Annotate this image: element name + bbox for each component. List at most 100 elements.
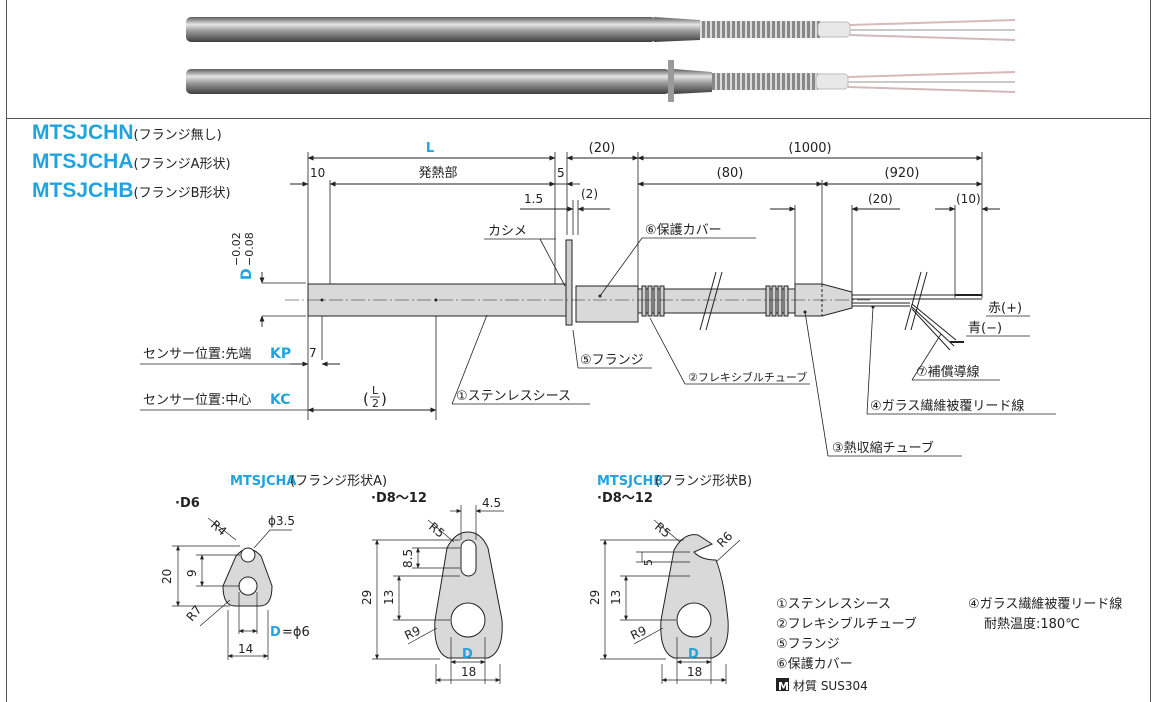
legend-material: 材質 SUS304 (793, 678, 868, 693)
dim-10: 10 (310, 166, 325, 180)
flange-b-shape (660, 534, 729, 659)
kc-text: センサー位置:中心 (143, 393, 251, 408)
kp-label: センサー位置:先端 KP (140, 346, 291, 365)
flange-a-13: 13 (382, 590, 396, 605)
label-blue: 青(−) (968, 321, 1002, 336)
flange (565, 239, 573, 326)
dim-7: 7 (309, 346, 317, 360)
flange-a-code: MTSJCHA (230, 474, 297, 489)
flange-a-phi35: ϕ3.5 (268, 514, 295, 528)
dim-20: (20) (589, 141, 616, 156)
flange-a-18: 18 (461, 665, 476, 679)
model-item: MTSJCHN(フランジ無し) (32, 120, 231, 149)
flange-b-r5: R5 (652, 520, 673, 541)
label-kashime: カシメ (488, 224, 527, 239)
flange-b-D: D (688, 647, 699, 662)
flange-b-d8: ·D8〜12 (597, 491, 653, 506)
model-item: MTSJCHB(フランジB形状) (32, 178, 231, 207)
model-note: (フランジB形状) (133, 186, 231, 201)
model-code: MTSJCHN (32, 121, 134, 144)
break-marks (699, 271, 928, 331)
kp-code: KP (270, 346, 291, 362)
dim-1.5: 1.5 (524, 192, 543, 206)
legend-item: ⑥保護カバー (776, 656, 853, 672)
paren-close: ) (381, 390, 387, 408)
label-protective-cover: ⑥保護カバー (645, 222, 722, 238)
heater-photo-1 (186, 17, 1016, 42)
model-code: MTSJCHA (32, 150, 134, 173)
flange-a-D-phi: D (270, 625, 281, 640)
flange-b-dims (600, 519, 741, 684)
tol-upper: −0.02 (230, 232, 243, 266)
flange-a-d8-dims (372, 505, 504, 684)
section-divider (6, 118, 1151, 119)
kp-text: センサー位置:先端 (143, 347, 251, 362)
flange-a-D: D (462, 647, 473, 662)
flange-b-18: 18 (687, 665, 702, 679)
l-half-den: 2 (372, 397, 379, 410)
extension-lines (262, 152, 983, 420)
flange-b-13: 13 (609, 590, 623, 605)
flange-b-code: MTSJCHB (597, 474, 663, 489)
paren-open: ( (363, 390, 369, 408)
label-red: 赤(+) (988, 301, 1022, 316)
sheet-frame (6, 0, 1151, 702)
flange-a-d6-shape (222, 547, 273, 607)
heater-photo-2 (186, 60, 1016, 102)
kc-code: KC (270, 392, 291, 408)
model-note: (フランジA形状) (133, 157, 231, 172)
flange-a-d6-dims (172, 517, 292, 660)
label-heat-shrink: ③熱収縮チューブ (832, 440, 934, 456)
flange-b-r9: R9 (628, 623, 648, 642)
kc-label: センサー位置:中心 KC (140, 392, 308, 411)
flange-a-9: 9 (185, 569, 199, 577)
flange-a-4.5: 4.5 (482, 496, 501, 510)
flange-a-title: (フランジ形状A) (290, 474, 387, 489)
heater-body (307, 239, 853, 326)
dim-L: L (426, 141, 434, 156)
flange-a-d8-shape (434, 531, 503, 659)
flange-b-5: 5 (642, 559, 655, 566)
model-list: MTSJCHN(フランジ無し) MTSJCHA(フランジA形状) MTSJCHB… (32, 120, 231, 207)
model-code: MTSJCHB (32, 179, 134, 202)
dim-5: 5 (557, 166, 565, 180)
flange-a-r5: R5 (426, 520, 447, 541)
flange-a-8.5: 8.5 (401, 549, 415, 568)
label-glass-lead: ④ガラス繊維被覆リード線 (870, 398, 1024, 414)
flange-a-14: 14 (238, 642, 253, 656)
flange-b-29: 29 (588, 590, 602, 605)
legend-item-4: ④ガラス繊維被覆リード線 (968, 596, 1122, 612)
label-sheath: ①ステンレスシース (456, 389, 571, 404)
flange-a-d8: ·D8〜12 (371, 491, 427, 506)
dim-D: D (239, 268, 255, 280)
leader-dots (320, 294, 875, 314)
material-icon-letter: M (778, 680, 789, 693)
legend-item: ⑤フランジ (776, 637, 840, 652)
flex-ridges-2 (765, 285, 789, 317)
dim-10b: (10) (956, 192, 981, 206)
protective-cover (575, 285, 639, 323)
l-half: L 2 ( ) (363, 384, 387, 410)
dim-20b: (20) (868, 192, 893, 206)
material-icon (776, 678, 789, 691)
flange-a-29: 29 (360, 590, 374, 605)
label-flange: ⑤フランジ (580, 353, 644, 368)
label-comp-wire: ⑦補償導線 (916, 364, 980, 380)
legend: ①ステンレスシース ②フレキシブルチューブ ⑤フランジ ⑥保護カバー ④ガラス繊… (776, 596, 1122, 693)
label-flex-tube: ②フレキシブルチューブ (688, 370, 807, 384)
flange-a-20: 20 (160, 569, 174, 584)
flange-a-phi6: =ϕ6 (282, 625, 310, 640)
product-photo (186, 17, 1016, 102)
model-note: (フランジ無し) (133, 128, 222, 143)
legend-item: ②フレキシブルチューブ (776, 616, 917, 632)
dimension-lines (259, 155, 1000, 413)
dim-920: (920) (885, 166, 920, 181)
flange-b-title: (フランジ形状B) (655, 474, 752, 489)
dim-2: (2) (581, 187, 598, 201)
flange-a-r9: R9 (402, 623, 422, 642)
legend-item: ①ステンレスシース (776, 597, 891, 612)
dim-1000: (1000) (788, 141, 831, 156)
dim-80: (80) (717, 166, 744, 181)
